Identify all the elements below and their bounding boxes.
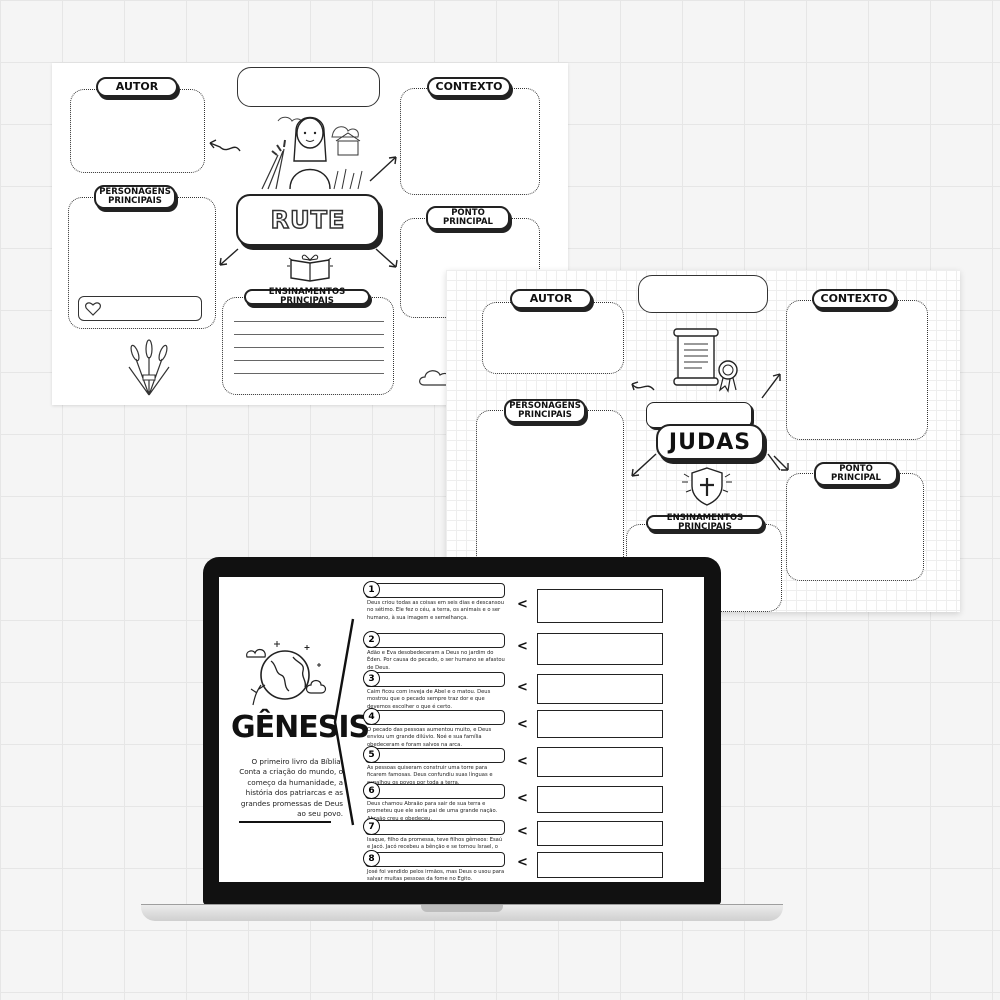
step-7-header[interactable]: 7 [363, 818, 505, 835]
judas-subtitle-box[interactable] [646, 402, 752, 428]
judas-ponto-label: PONTO PRINCIPAL [814, 462, 898, 486]
step-8-number: 8 [363, 850, 380, 867]
answer-box-7[interactable] [537, 821, 663, 846]
laptop-base [141, 905, 783, 921]
judas-connector-arrows [631, 373, 789, 477]
judas-ponto-box[interactable] [786, 473, 924, 581]
judas-contexto-label: CONTEXTO [812, 289, 896, 309]
timeline-step-2: 2 Adão e Eva desobedeceram a Deus no jar… [363, 631, 505, 672]
answer-box-5[interactable] [537, 747, 663, 777]
answer-box-2[interactable] [537, 633, 663, 665]
judas-ensinamentos-label: ENSINAMENTOS PRINCIPAIS [646, 514, 764, 531]
genesis-description: O primeiro livro da Bíblia. Conta a cria… [239, 757, 343, 819]
globe-plants-icon [246, 641, 327, 706]
answer-arrow-2: < [517, 639, 528, 654]
laptop-notch [421, 905, 503, 912]
rute-title-box: RUTE [236, 194, 380, 246]
answer-arrow-8: < [517, 855, 528, 870]
step-2-text: Adão e Eva desobedeceram a Deus no jardi… [367, 650, 505, 671]
judas-top-center-box[interactable] [638, 275, 768, 313]
step-5-text: As pessoas quiseram construir uma torre … [367, 765, 493, 786]
genesis-title: GÊNESIS [231, 710, 370, 745]
bracket-divider [333, 618, 355, 826]
wheat-bundle-icon [128, 339, 170, 396]
judas-personagens-label: PERSONAGENS PRINCIPAIS [504, 399, 586, 423]
rute-autor-box[interactable] [70, 89, 205, 173]
timeline-step-3: 3 Caim ficou com inveja de Abel e o mato… [363, 670, 505, 711]
timeline-step-1: 1 Deus criou todas as coisas em seis dia… [363, 581, 505, 622]
step-8-text: José foi vendido pelos irmãos, mas Deus … [367, 869, 505, 882]
step-3-header[interactable]: 3 [363, 670, 505, 687]
rute-contexto-label: CONTEXTO [427, 77, 511, 97]
judas-autor-label: AUTOR [510, 289, 592, 309]
step-3-text: Caim ficou com inveja de Abel e o matou.… [367, 689, 491, 710]
rute-writing-lines [234, 311, 384, 374]
step-4-text: O pecado das pessoas aumentou muito, e D… [367, 727, 492, 748]
rute-ensinamentos-label: ENSINAMENTOS PRINCIPAIS [244, 288, 370, 305]
timeline-step-6: 6 Deus chamou Abraão para sair de sua te… [363, 782, 505, 823]
genesis-underline [239, 821, 331, 823]
answer-box-6[interactable] [537, 786, 663, 813]
judas-autor-box[interactable] [482, 302, 624, 374]
step-5-number: 5 [363, 746, 380, 763]
judas-title: JUDAS [668, 429, 752, 455]
step-8-header[interactable]: 8 [363, 850, 505, 867]
rute-ensinamentos-box[interactable] [222, 297, 394, 395]
answer-box-3[interactable] [537, 674, 663, 704]
step-1-number: 1 [363, 581, 380, 598]
rute-autor-label: AUTOR [96, 77, 178, 97]
step-4-header[interactable]: 4 [363, 708, 505, 725]
step-6-number: 6 [363, 782, 380, 799]
judas-title-box: JUDAS [656, 424, 764, 460]
answer-arrow-3: < [517, 680, 528, 695]
step-3-number: 3 [363, 670, 380, 687]
answer-box-4[interactable] [537, 710, 663, 738]
step-6-text: Deus chamou Abraão para sair de sua terr… [367, 801, 498, 822]
answer-arrow-4: < [517, 717, 528, 732]
scroll-seal-icon [673, 328, 738, 393]
open-book-heart-icon [287, 254, 333, 282]
heart-icon [85, 302, 101, 316]
answer-arrow-1: < [517, 597, 528, 612]
answer-arrow-5: < [517, 754, 528, 769]
rute-title: RUTE [270, 205, 346, 235]
timeline-step-8: 8 José foi vendido pelos irmãos, mas Deu… [363, 850, 505, 882]
step-1-header[interactable]: 1 [363, 581, 505, 598]
timeline-step-4: 4 O pecado das pessoas aumentou muito, e… [363, 708, 505, 749]
woman-with-wheat-illustration [261, 116, 363, 190]
rute-worksheet: AUTOR CONTEXTO PERSONAGENS PRINCIPAIS PO… [52, 63, 568, 405]
laptop-display: GÊNESIS O primeiro livro da Bíblia. Cont… [219, 577, 704, 882]
rute-personagens-label: PERSONAGENS PRINCIPAIS [94, 185, 176, 209]
shield-cross-icon [682, 467, 732, 506]
step-1-text: Deus criou todas as coisas em seis dias … [367, 600, 504, 621]
step-2-number: 2 [363, 631, 380, 648]
answer-box-8[interactable] [537, 852, 663, 878]
step-2-header[interactable]: 2 [363, 631, 505, 648]
rute-top-center-box[interactable] [237, 67, 380, 107]
timeline-step-5: 5 As pessoas quiseram construir uma torr… [363, 746, 505, 787]
judas-contexto-box[interactable] [786, 300, 928, 440]
step-4-number: 4 [363, 708, 380, 725]
answer-arrow-6: < [517, 791, 528, 806]
rute-heart-field[interactable] [78, 296, 202, 321]
rute-ponto-label: PONTO PRINCIPAL [426, 206, 510, 230]
answer-arrow-7: < [517, 824, 528, 839]
step-5-header[interactable]: 5 [363, 746, 505, 763]
rute-connector-arrows [209, 139, 398, 268]
step-7-number: 7 [363, 818, 380, 835]
answer-box-1[interactable] [537, 589, 663, 623]
step-6-header[interactable]: 6 [363, 782, 505, 799]
